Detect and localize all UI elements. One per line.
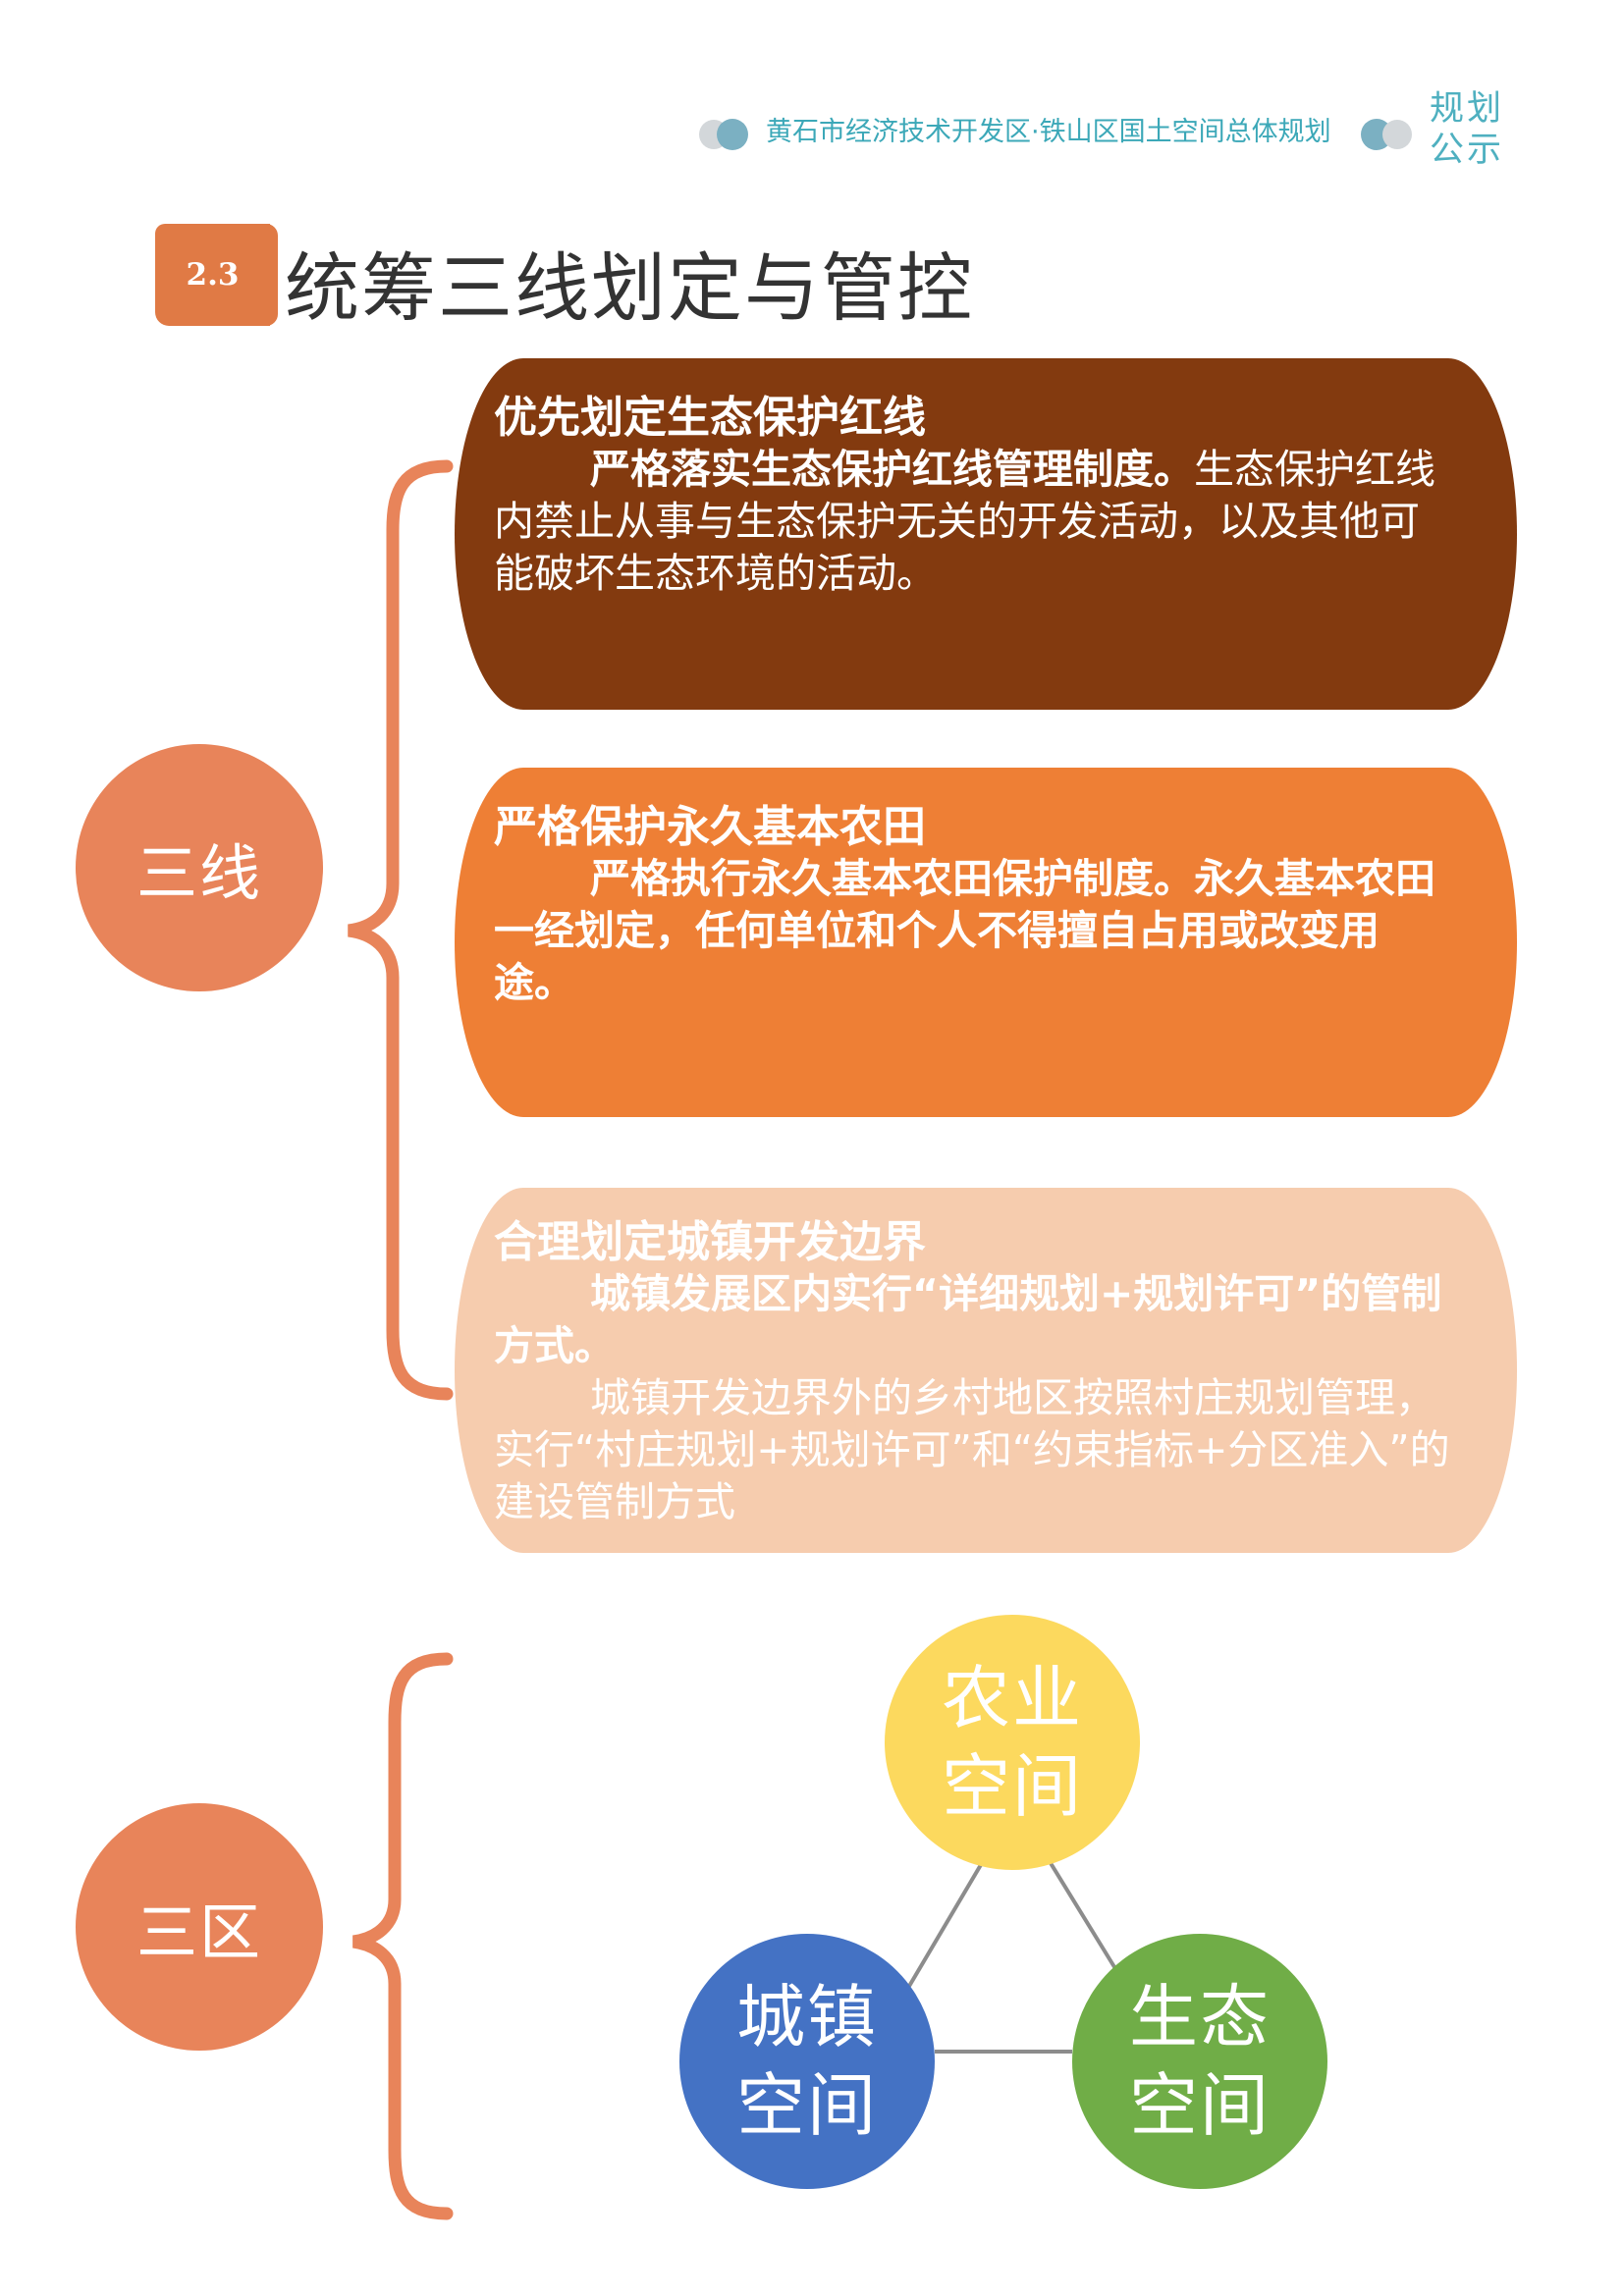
card-1-heading: 优先划定生态保护红线 xyxy=(494,393,926,443)
card-ecological-red-line: 优先划定生态保护红线 严格落实生态保护红线管理制度。生态保护红线内禁止从事与生态… xyxy=(455,358,1517,710)
header-right-line2: 公示 xyxy=(1430,131,1505,170)
header-title: 黄石市经济技术开发区·铁山区国土空间总体规划 xyxy=(766,117,1331,147)
three-zones-label: 三区 xyxy=(135,1896,262,1968)
header-right-line1: 规划 xyxy=(1430,89,1505,129)
section-number-badge: 2.3 xyxy=(155,224,278,326)
card-3-lead-para: 城镇发展区内实行“详细规划+规划许可”的管制方式。 xyxy=(494,1268,1458,1372)
zone-ecology-line1: 生态 xyxy=(1129,1977,1271,2057)
zone-ecology: 生态 空间 xyxy=(1072,1934,1327,2189)
card-3-lead: 城镇发展区内实行“详细规划+规划许可”的管制方式。 xyxy=(494,1270,1442,1369)
zone-agriculture: 农业 空间 xyxy=(885,1615,1140,1870)
three-lines-circle: 三线 xyxy=(76,744,323,991)
brace-three-lines xyxy=(347,459,454,1401)
zone-urban-line2: 空间 xyxy=(736,2065,878,2146)
zone-ecology-line2: 空间 xyxy=(1129,2065,1271,2146)
zone-agriculture-line2: 空间 xyxy=(942,1746,1083,1827)
card-2-text: 严格执行永久基本农田保护制度。永久基本农田一经划定，任何单位和个人不得擅自占用或… xyxy=(494,853,1458,1009)
card-2-lead: 严格执行永久基本农田保护制度。永久基本农田一经划定，任何单位和个人不得擅自占用或… xyxy=(494,855,1435,1006)
section-number: 2.3 xyxy=(186,257,240,293)
connector-agri-eco xyxy=(1049,1861,1121,1977)
card-1-body: 生态保护红线内禁止从事与生态保护无关的开发活动，以及其他可能破坏生态环境的活动。 xyxy=(494,446,1435,597)
header-right-label: 规划 公示 xyxy=(1430,88,1504,171)
card-1-text: 严格落实生态保护红线管理制度。生态保护红线内禁止从事与生态保护无关的开发活动，以… xyxy=(494,444,1458,600)
header-dot-teal-left xyxy=(717,119,748,150)
card-urban-boundary: 合理划定城镇开发边界 城镇发展区内实行“详细规划+规划许可”的管制方式。 城镇开… xyxy=(455,1188,1517,1553)
zone-urban-line1: 城镇 xyxy=(736,1977,878,2057)
zone-urban: 城镇 空间 xyxy=(679,1934,935,2189)
header-dot-gray-right xyxy=(1382,120,1412,149)
three-zones-circle: 三区 xyxy=(76,1803,323,2051)
zone-agriculture-line1: 农业 xyxy=(942,1658,1083,1738)
card-farmland: 严格保护永久基本农田 严格执行永久基本农田保护制度。永久基本农田一经划定，任何单… xyxy=(455,768,1517,1117)
card-3-heading: 合理划定城镇开发边界 xyxy=(494,1217,926,1267)
section-title: 统筹三线划定与管控 xyxy=(285,244,974,332)
card-1-lead: 严格落实生态保护红线管理制度。 xyxy=(590,446,1194,493)
brace-three-zones xyxy=(352,1652,454,2220)
card-3-body-para: 城镇开发边界外的乡村地区按照村庄规划管理，实行“村庄规划+规划许可”和“约束指标… xyxy=(494,1374,1450,1525)
card-2-heading: 严格保护永久基本农田 xyxy=(494,802,926,852)
three-lines-label: 三线 xyxy=(135,837,262,909)
connector-agri-urban xyxy=(906,1861,984,1990)
